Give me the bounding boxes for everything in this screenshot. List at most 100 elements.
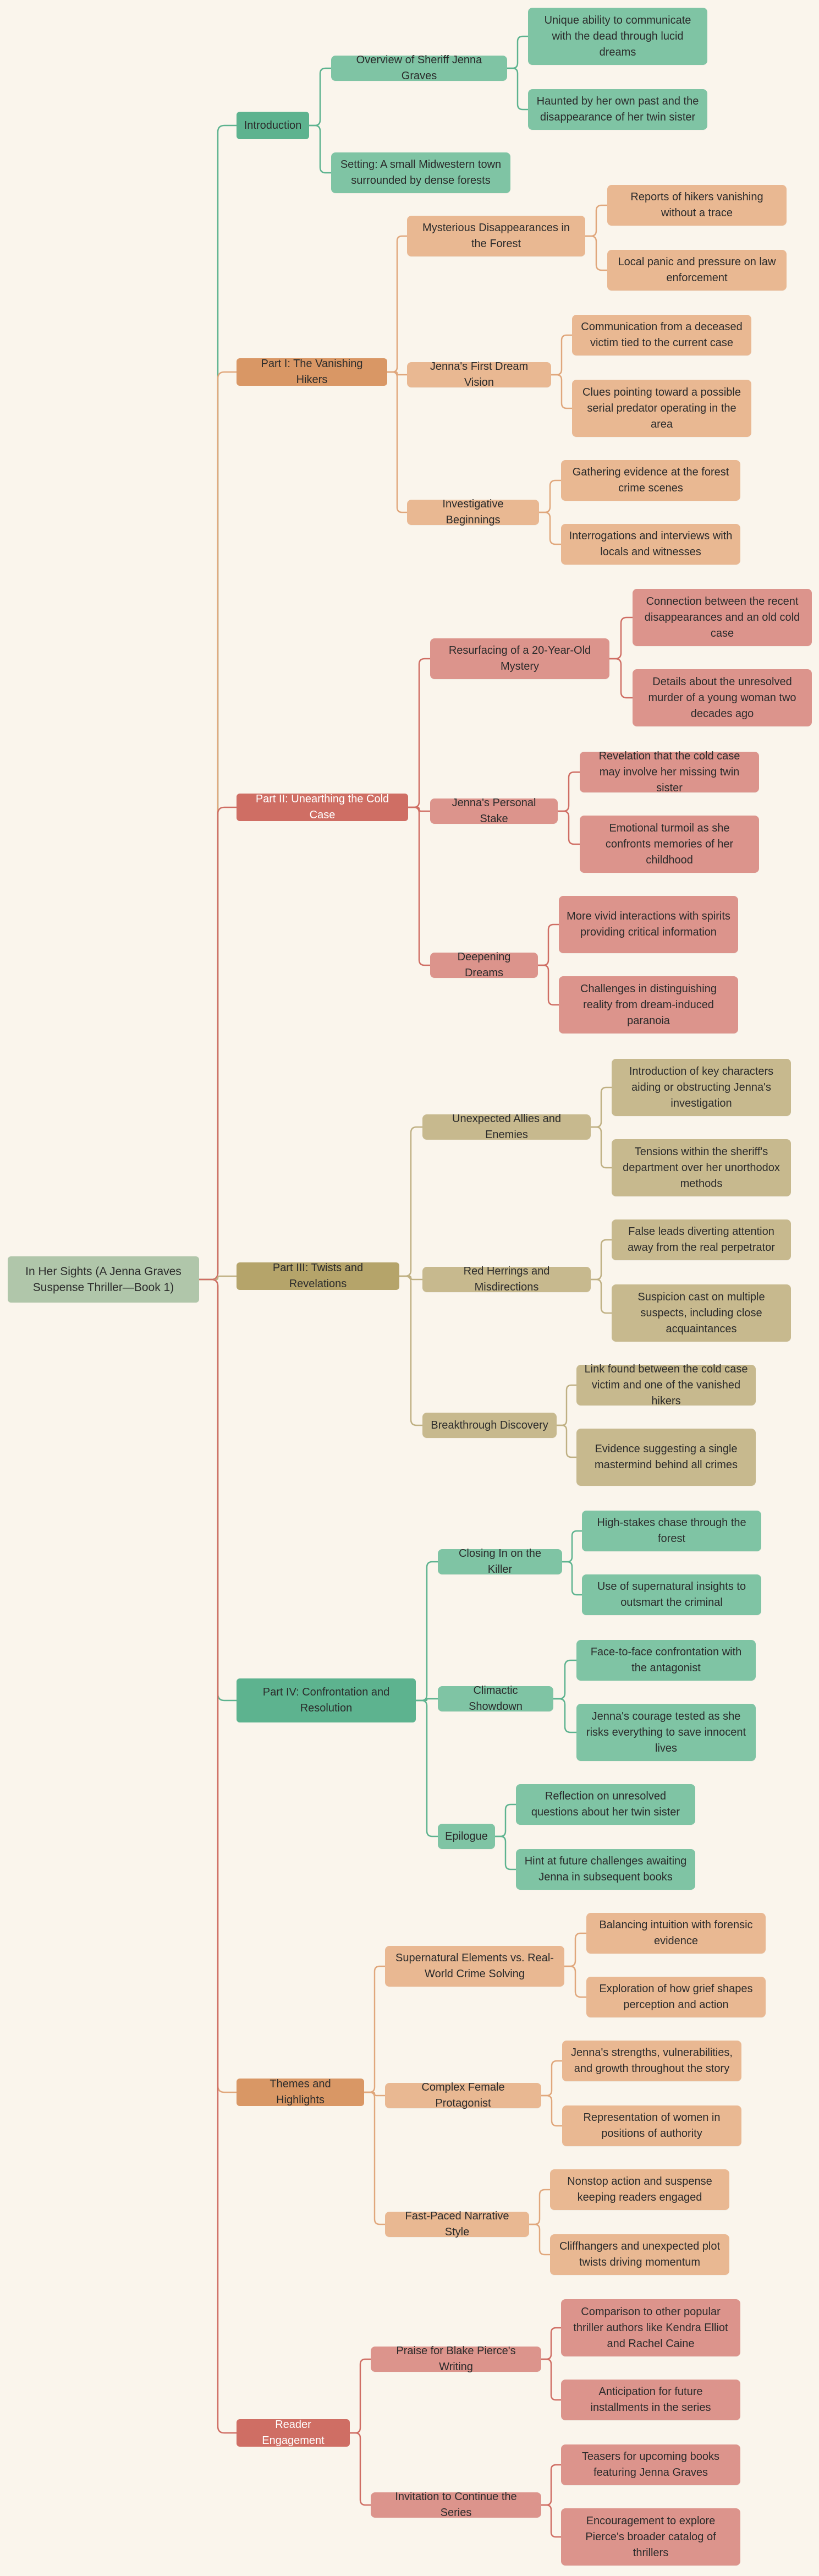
connector-line	[541, 2060, 562, 2097]
connector-line	[551, 334, 572, 376]
connector-line	[416, 1561, 438, 1702]
detail-node: Evidence suggesting a single mastermind …	[576, 1429, 756, 1486]
topic-node-setting-a-small-midwestern-town-surrounded-by-de: Setting: A small Midwestern town surroun…	[331, 152, 510, 193]
connector-line	[609, 658, 633, 699]
topic-node-jenna-s-personal-stake: Jenna's Personal Stake	[430, 797, 558, 825]
connector-line	[529, 2223, 550, 2256]
detail-node: Jenna's courage tested as she risks ever…	[576, 1704, 756, 1761]
topic-node-deepening-dreams: Deepening Dreams	[430, 951, 538, 979]
branch-node-reader-engagement: Reader Engagement	[237, 2419, 350, 2447]
connector-line	[199, 806, 237, 1281]
detail-node: Nonstop action and suspense keeping read…	[550, 2169, 729, 2210]
detail-node: Comparison to other popular thriller aut…	[561, 2299, 740, 2356]
connector-line	[541, 2094, 562, 2127]
detail-node: Hint at future challenges awaiting Jenna…	[516, 1849, 695, 1890]
connector-line	[507, 67, 528, 111]
topic-node-closing-in-on-the-killer: Closing In on the Killer	[438, 1547, 562, 1576]
detail-node: Interrogations and interviews with local…	[561, 524, 740, 565]
connector-line	[350, 2358, 371, 2434]
connector-line	[553, 1659, 576, 1700]
detail-node: Anticipation for future installments in …	[561, 2380, 740, 2420]
connector-line	[558, 771, 580, 812]
detail-node: Link found between the cold case victim …	[576, 1363, 756, 1407]
topic-node-investigative-beginnings: Investigative Beginnings	[407, 498, 539, 526]
root-node: In Her Sights (A Jenna Graves Suspense T…	[8, 1256, 199, 1303]
connector-line	[551, 374, 572, 409]
connector-line	[562, 1561, 582, 1596]
topic-node-overview-of-sheriff-jenna-graves: Overview of Sheriff Jenna Graves	[331, 54, 507, 82]
connector-line	[387, 371, 407, 376]
detail-node: Reports of hikers vanishing without a tr…	[607, 185, 787, 226]
connector-line	[591, 1086, 612, 1128]
detail-node: Unique ability to communicate with the d…	[528, 8, 707, 65]
connector-line	[591, 1126, 612, 1169]
branch-node-part-iv-confrontation-and-resolution: Part IV: Confrontation and Resolution	[237, 1678, 416, 1722]
topic-node-praise-for-blake-pierce-s-writing: Praise for Blake Pierce's Writing	[371, 2345, 541, 2373]
detail-node: High-stakes chase through the forest	[582, 1511, 761, 1551]
connector-line	[507, 35, 528, 69]
connector-line	[399, 1126, 422, 1277]
connector-line	[539, 511, 561, 545]
connector-line	[309, 124, 331, 174]
detail-node: Gathering evidence at the forest crime s…	[561, 460, 740, 501]
detail-node: Face-to-face confrontation with the anta…	[576, 1640, 756, 1681]
connector-line	[387, 371, 407, 513]
connector-line	[408, 658, 430, 808]
connector-line	[609, 616, 633, 660]
connector-line	[387, 235, 407, 373]
connector-line	[585, 235, 607, 271]
connector-line	[585, 204, 607, 237]
connector-line	[538, 964, 559, 1006]
detail-node: Reflection on unresolved questions about…	[516, 1784, 695, 1825]
connector-line	[553, 1698, 576, 1733]
connector-line	[538, 923, 559, 966]
detail-node: Introduction of key characters aiding or…	[612, 1059, 791, 1116]
topic-node-supernatural-elements-vs-real-world-crime-solvin: Supernatural Elements vs. Real-World Cri…	[385, 1946, 564, 1987]
topic-node-resurfacing-of-a-20-year-old-mystery: Resurfacing of a 20-Year-Old Mystery	[430, 638, 609, 679]
connector-line	[364, 1965, 385, 2093]
connector-line	[408, 806, 430, 966]
detail-node: Representation of women in positions of …	[562, 2105, 741, 2146]
topic-node-mysterious-disappearances-in-the-forest: Mysterious Disappearances in the Forest	[407, 216, 585, 256]
detail-node: Jenna's strengths, vulnerabilities, and …	[562, 2041, 741, 2081]
detail-node: Clues pointing toward a possible serial …	[572, 380, 751, 437]
detail-node: Teasers for upcoming books featuring Jen…	[561, 2444, 740, 2485]
detail-node: Details about the unresolved murder of a…	[633, 669, 812, 726]
detail-node: Revelation that the cold case may involv…	[580, 750, 759, 794]
connector-line	[199, 1278, 237, 2434]
branch-node-part-iii-twists-and-revelations: Part III: Twists and Revelations	[237, 1262, 399, 1290]
branch-node-themes-and-highlights: Themes and Highlights	[237, 2078, 364, 2106]
detail-node: Suspicion cast on multiple suspects, inc…	[612, 1284, 791, 1342]
topic-node-fast-paced-narrative-style: Fast-Paced Narrative Style	[385, 2210, 529, 2238]
connector-line	[591, 1239, 612, 1281]
detail-node: Connection between the recent disappeara…	[633, 589, 812, 646]
topic-node-jenna-s-first-dream-vision: Jenna's First Dream Vision	[407, 360, 551, 389]
topic-node-unexpected-allies-and-enemies: Unexpected Allies and Enemies	[422, 1113, 591, 1141]
topic-node-epilogue: Epilogue	[438, 1824, 495, 1849]
branch-node-part-ii-unearthing-the-cold-case: Part II: Unearthing the Cold Case	[237, 793, 408, 821]
connector-line	[529, 2189, 550, 2225]
detail-node: Cliffhangers and unexpected plot twists …	[550, 2234, 729, 2275]
connector-line	[541, 2464, 561, 2506]
connector-line	[495, 1835, 516, 1871]
connector-line	[350, 2432, 371, 2506]
detail-node: More vivid interactions with spirits pro…	[559, 896, 738, 953]
detail-node: Exploration of how grief shapes percepti…	[586, 1977, 766, 2017]
connector-line	[557, 1384, 576, 1426]
connector-line	[199, 1275, 237, 1281]
connector-line	[558, 810, 580, 845]
connector-line	[364, 2091, 385, 2097]
connector-line	[591, 1278, 612, 1314]
detail-node: Use of supernatural insights to outsmart…	[582, 1574, 761, 1615]
connector-line	[539, 479, 561, 513]
connector-line	[557, 1424, 576, 1458]
detail-node: Encouragement to explore Pierce's broade…	[561, 2508, 740, 2566]
detail-node: Communication from a deceased victim tie…	[572, 315, 751, 356]
topic-node-climactic-showdown: Climactic Showdown	[438, 1684, 553, 1713]
detail-node: Balancing intuition with forensic eviden…	[586, 1913, 766, 1954]
connector-line	[541, 2327, 561, 2360]
connector-line	[562, 1530, 582, 1563]
detail-node: Local panic and pressure on law enforcem…	[607, 250, 787, 291]
connector-line	[541, 2504, 561, 2538]
